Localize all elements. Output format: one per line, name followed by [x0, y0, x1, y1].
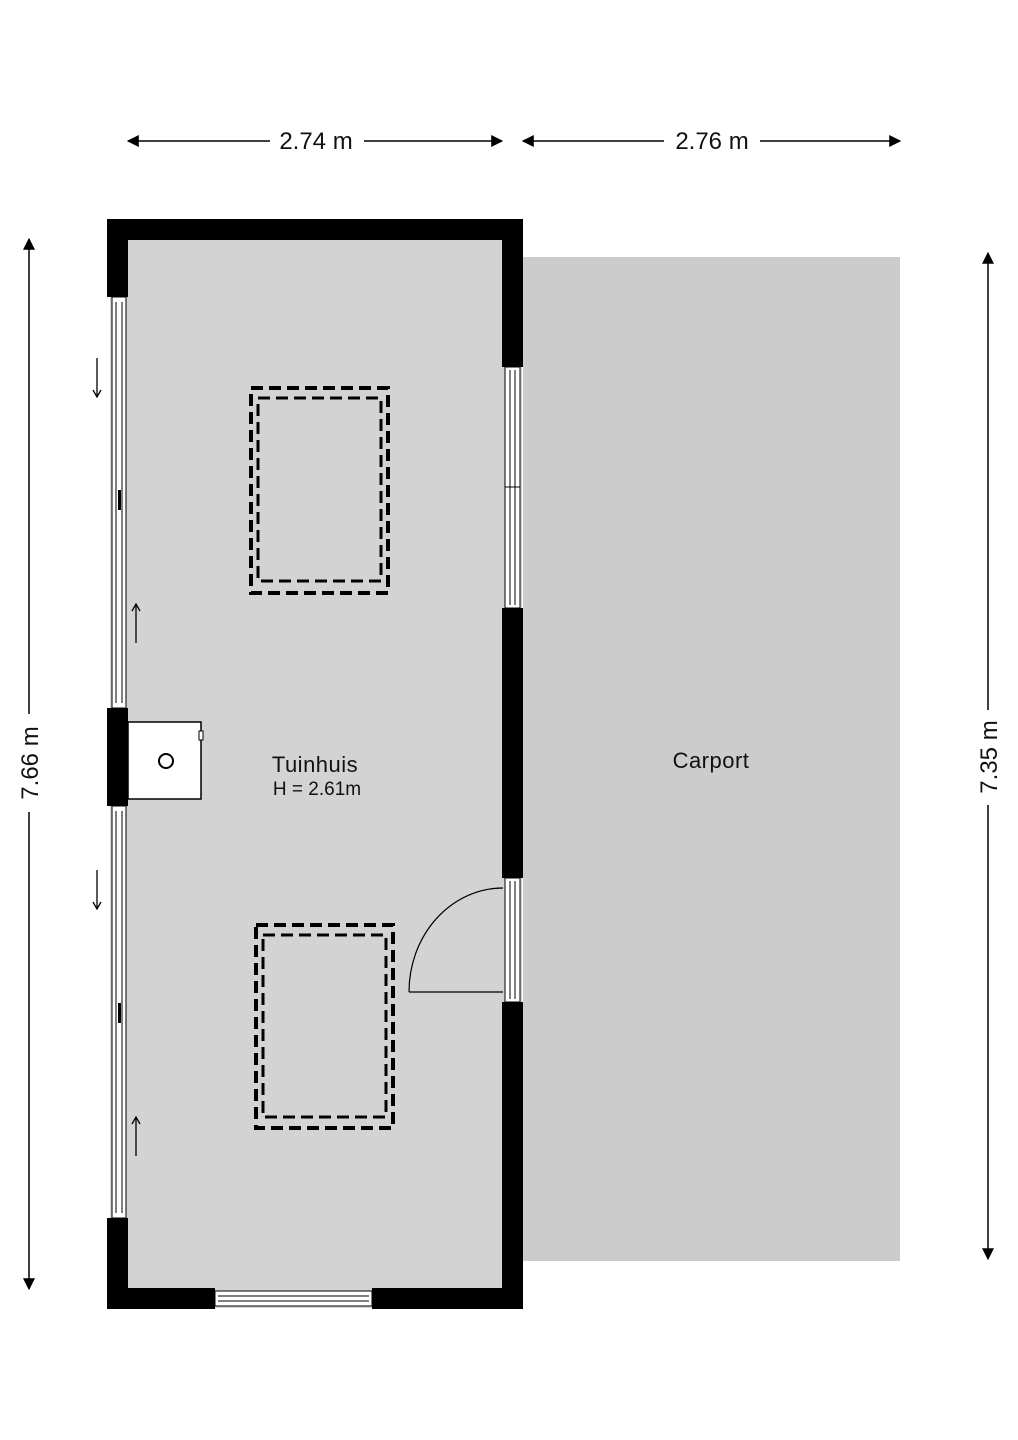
dim-top-right-label: 2.76 m [675, 128, 748, 155]
dimension-lines [23, 135, 994, 1291]
right-door [408, 877, 521, 1003]
left-sliding-door-lower [111, 805, 127, 1219]
drain-icon [158, 753, 174, 769]
dim-top-left-label: 2.74 m [279, 128, 352, 155]
sink [127, 721, 204, 800]
room-name-carport: Carport [673, 748, 750, 773]
dim-right-label: 7.35 m [976, 720, 1003, 793]
right-window [504, 366, 521, 609]
carport-area [523, 257, 900, 1261]
bottom-window [214, 1290, 373, 1307]
walls [107, 219, 523, 1309]
skylight-lower [254, 923, 395, 1130]
room-height-tuinhuis: H = 2.61m [273, 779, 361, 800]
room-name-tuinhuis: Tuinhuis [272, 752, 358, 777]
dim-left-label: 7.66 m [17, 726, 44, 799]
slide-arrows [92, 358, 141, 1156]
left-sliding-door-upper [111, 296, 127, 709]
skylight-upper [249, 386, 390, 595]
